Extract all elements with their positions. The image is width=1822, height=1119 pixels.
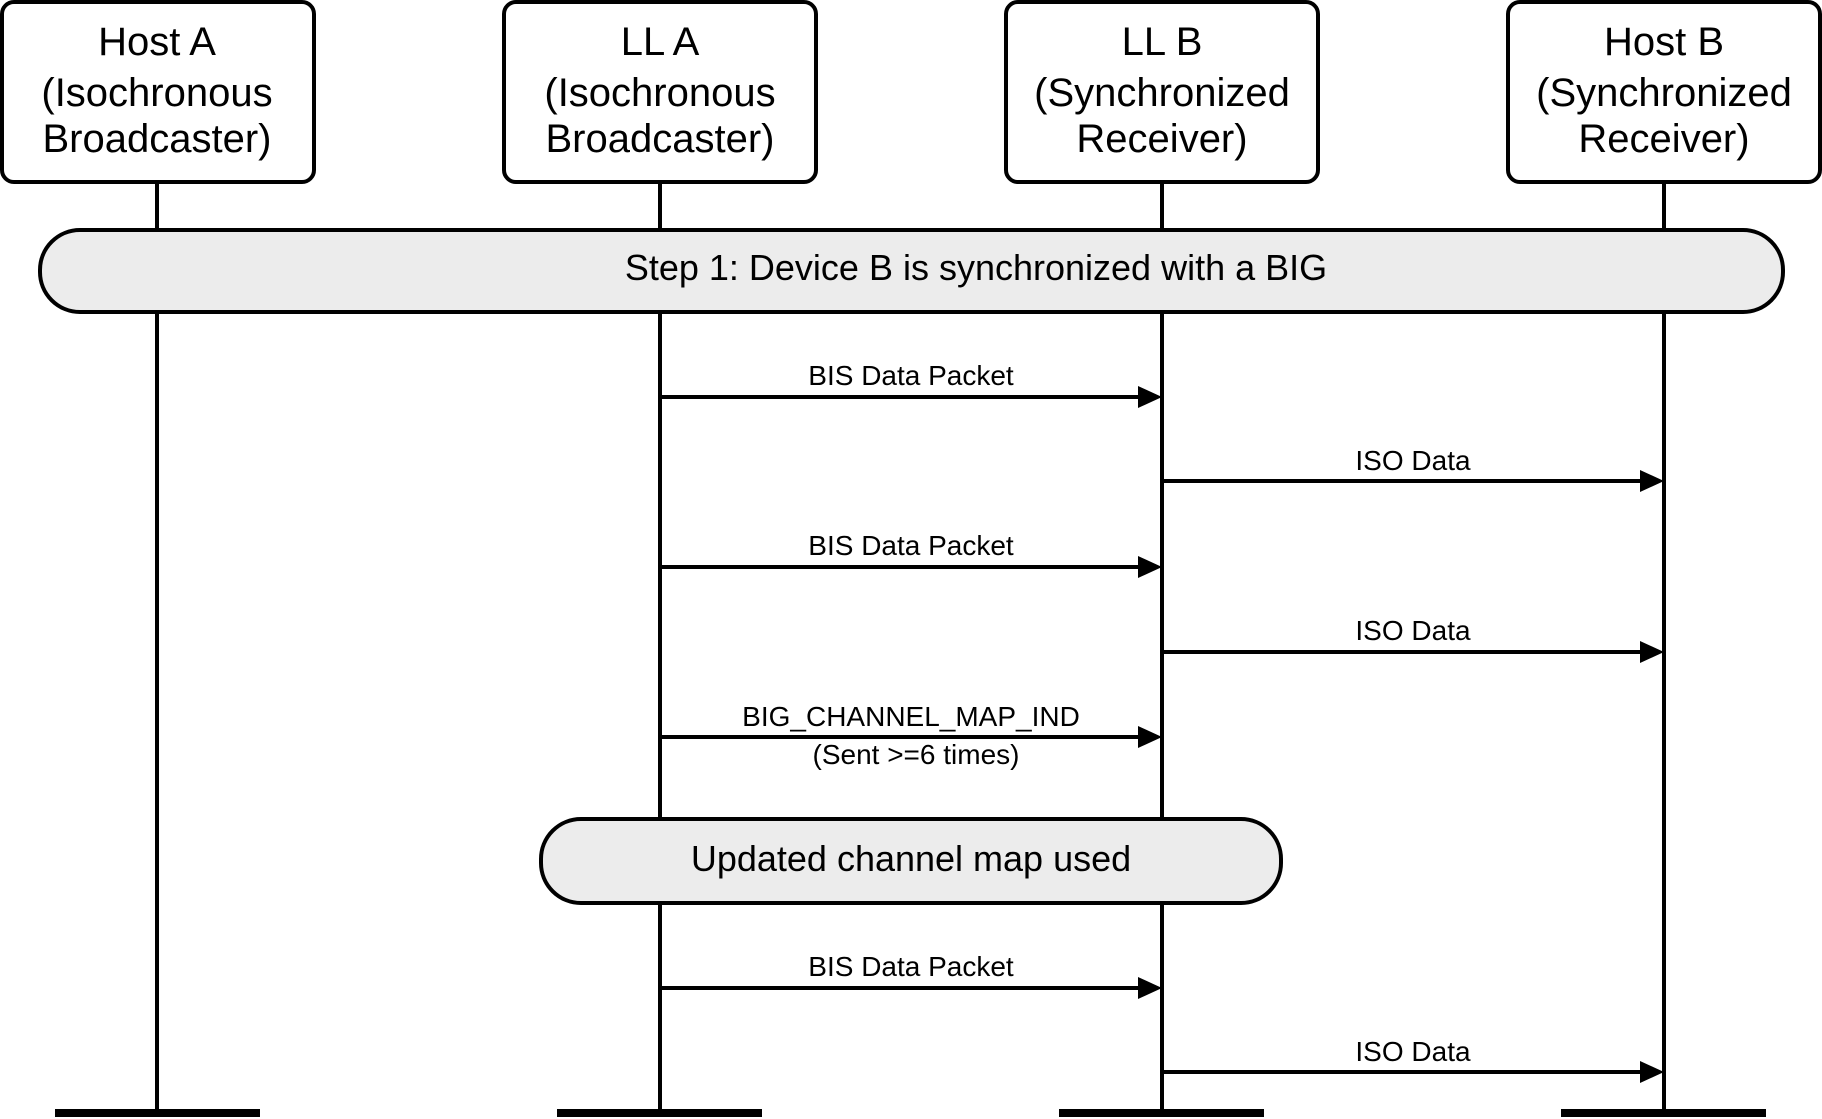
step-box xyxy=(539,817,1283,905)
message-bis-data-packet-3: BIS Data Packet xyxy=(660,951,1162,999)
arrowhead-icon xyxy=(1640,641,1664,663)
participant-role: (Synchronized xyxy=(1536,71,1792,115)
message-label: BIS Data Packet xyxy=(808,951,1014,982)
participant-role-line2: Broadcaster) xyxy=(546,117,775,161)
message-iso-data-3: ISO Data xyxy=(1162,1036,1664,1083)
participant-role: (Isochronous xyxy=(41,71,272,115)
arrowhead-icon xyxy=(1138,726,1162,748)
lifeline-host-b: Host B (Synchronized Receiver) xyxy=(1506,0,1822,1117)
message-label: ISO Data xyxy=(1355,615,1471,646)
message-big-channel-map-ind: BIG_CHANNEL_MAP_IND (Sent >=6 times) xyxy=(660,701,1162,770)
arrowhead-icon xyxy=(1138,386,1162,408)
message-label: BIS Data Packet xyxy=(808,360,1014,391)
step-label: Updated channel map used xyxy=(691,838,1131,879)
step-box xyxy=(38,228,1785,314)
message-sublabel: (Sent >=6 times) xyxy=(813,739,1020,770)
message-label: BIS Data Packet xyxy=(808,530,1014,561)
participant-box xyxy=(1004,0,1320,184)
participant-box xyxy=(0,0,316,184)
arrowhead-icon xyxy=(1640,470,1664,492)
lifeline-host-a: Host A (Isochronous Broadcaster) xyxy=(0,0,316,1117)
message-bis-data-packet-2: BIS Data Packet xyxy=(660,530,1162,578)
participant-role-line2: Receiver) xyxy=(1076,117,1247,161)
participant-name: Host A xyxy=(98,20,216,64)
participant-box xyxy=(502,0,818,184)
arrowhead-icon xyxy=(1640,1061,1664,1083)
message-label: BIG_CHANNEL_MAP_IND xyxy=(742,701,1080,732)
updated-channel-map-box: Updated channel map used xyxy=(539,817,1283,905)
message-bis-data-packet-1: BIS Data Packet xyxy=(660,360,1162,408)
lifeline-ll-b: LL B (Synchronized Receiver) xyxy=(1004,0,1320,1117)
participant-name: LL B xyxy=(1122,20,1203,64)
participant-name: Host B xyxy=(1604,20,1724,64)
participant-name: LL A xyxy=(621,20,700,64)
participant-role-line2: Broadcaster) xyxy=(43,117,272,161)
step-label: Step 1: Device B is synchronized with a … xyxy=(625,247,1327,288)
participant-role: (Synchronized xyxy=(1034,71,1290,115)
participant-box xyxy=(1506,0,1822,184)
message-iso-data-1: ISO Data xyxy=(1162,445,1664,492)
step-1-box: Step 1: Device B is synchronized with a … xyxy=(38,228,1785,314)
participant-role: (Isochronous xyxy=(544,71,775,115)
arrowhead-icon xyxy=(1138,977,1162,999)
arrowhead-icon xyxy=(1138,556,1162,578)
lifeline-ll-a: LL A (Isochronous Broadcaster) xyxy=(502,0,818,1117)
message-label: ISO Data xyxy=(1355,445,1471,476)
message-label: ISO Data xyxy=(1355,1036,1471,1067)
message-iso-data-2: ISO Data xyxy=(1162,615,1664,663)
participant-role-line2: Receiver) xyxy=(1578,117,1749,161)
